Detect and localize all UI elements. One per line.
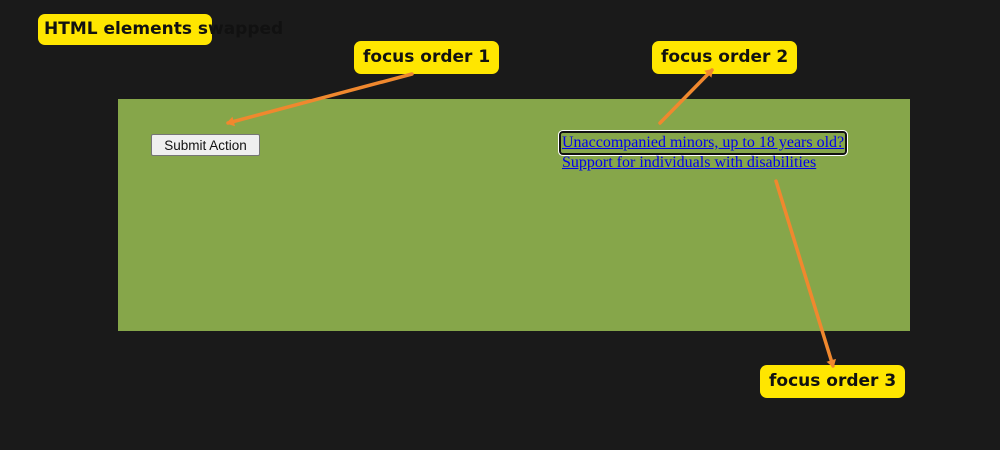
demo-panel: Submit Action Unaccompanied minors, up t… bbox=[118, 99, 910, 331]
focus-1-arrow bbox=[226, 72, 414, 127]
focus-order-3-callout: focus order 3 bbox=[760, 365, 906, 398]
submit-action-button[interactable]: Submit Action bbox=[151, 134, 260, 156]
focus-3-arrow bbox=[774, 179, 837, 368]
focus-2-arrow bbox=[658, 68, 714, 125]
focus-order-1-callout: focus order 1 bbox=[354, 41, 500, 74]
disabilities-support-link[interactable]: Support for individuals with disabilitie… bbox=[562, 154, 817, 171]
unaccompanied-minors-link[interactable]: Unaccompanied minors, up to 18 years old… bbox=[558, 131, 848, 155]
link-list: Unaccompanied minors, up to 18 years old… bbox=[558, 131, 848, 173]
focus-order-2-callout: focus order 2 bbox=[652, 41, 798, 74]
